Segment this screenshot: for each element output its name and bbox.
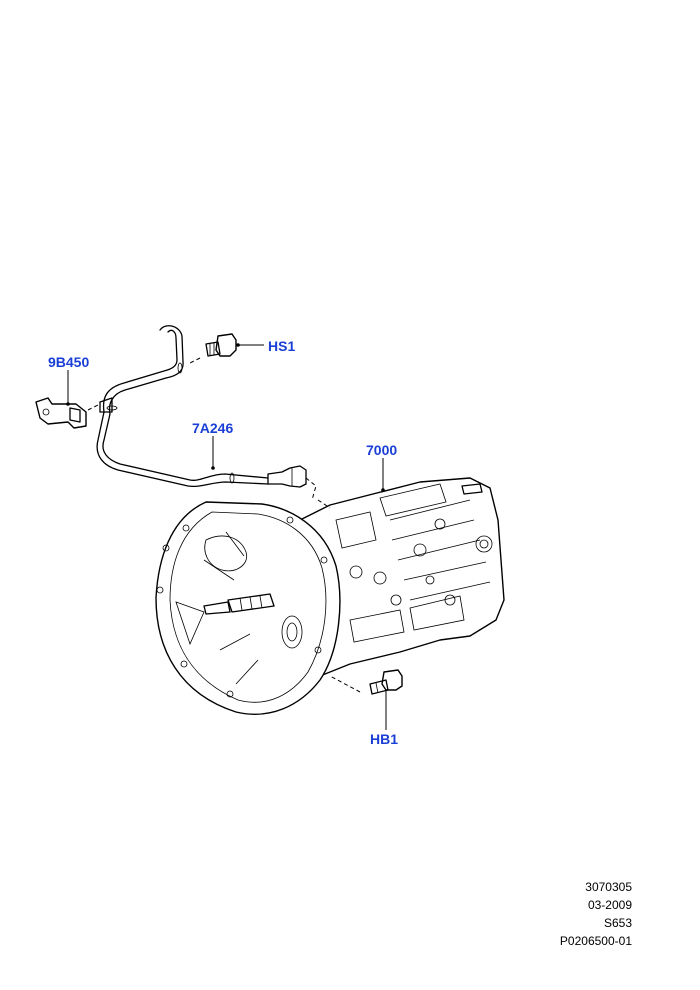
callout-hs1[interactable]: HS1 bbox=[268, 338, 296, 354]
illustration-series: S653 bbox=[603, 916, 632, 930]
callout-9b450[interactable]: 9B450 bbox=[48, 354, 90, 370]
leader-lines bbox=[66, 343, 387, 730]
callout-7a246[interactable]: 7A246 bbox=[192, 420, 234, 436]
illustration-part-ref: P0206500-01 bbox=[559, 934, 632, 948]
breather-pipe bbox=[96, 325, 307, 488]
bolt-hs1 bbox=[187, 333, 237, 365]
transmission-assembly bbox=[155, 477, 505, 715]
callout-hb1[interactable]: HB1 bbox=[370, 731, 399, 747]
callout-7000[interactable]: 7000 bbox=[366, 442, 398, 458]
illustration-date: 03-2009 bbox=[587, 898, 632, 912]
illustration-number: 3070305 bbox=[585, 880, 632, 894]
hose-bracket bbox=[35, 397, 101, 429]
bolt-hb1 bbox=[329, 669, 403, 695]
